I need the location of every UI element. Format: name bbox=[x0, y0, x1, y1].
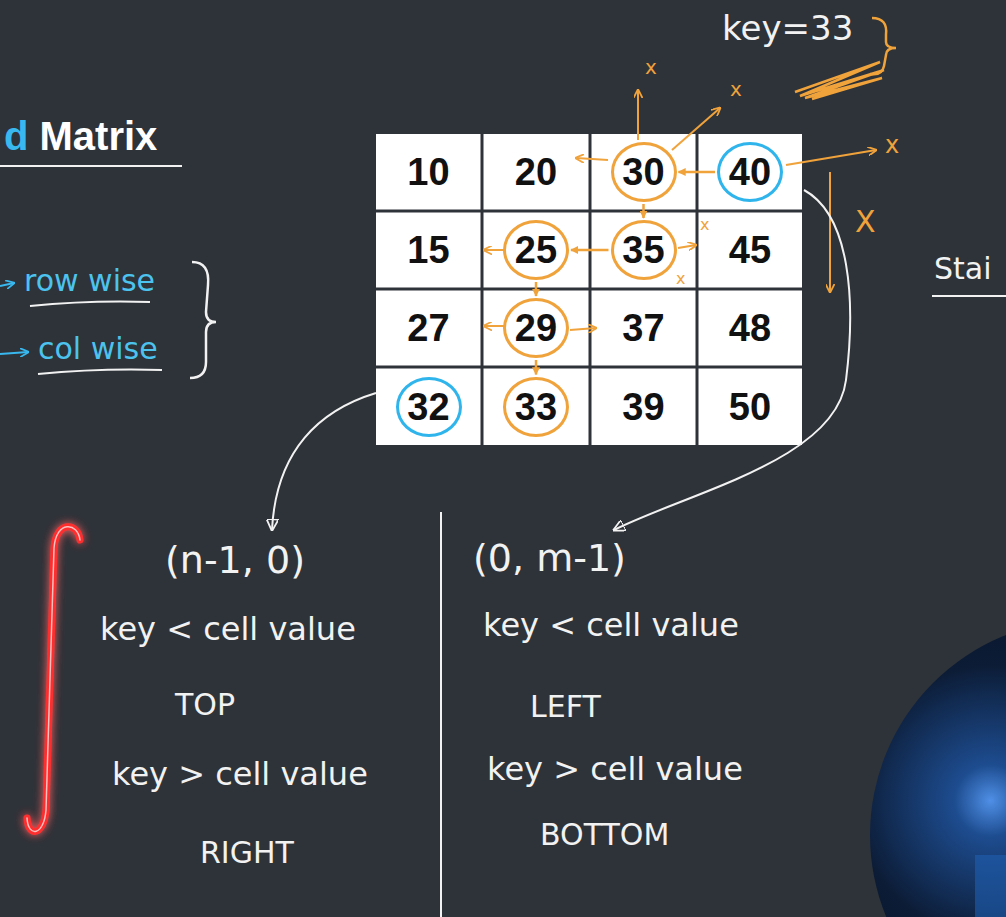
matrix-cell: 37 bbox=[611, 298, 677, 358]
cell-value: 20 bbox=[515, 153, 557, 191]
leader-line bbox=[272, 393, 376, 530]
reject-mark: x bbox=[885, 132, 899, 158]
rule-condition: key > cell value bbox=[112, 757, 368, 792]
cell-value: 32 bbox=[407, 388, 449, 426]
circled-cell: 25 bbox=[503, 220, 569, 280]
brace bbox=[870, 18, 896, 74]
neon-integral bbox=[27, 527, 80, 832]
scribble bbox=[795, 62, 884, 99]
rule-condition: key < cell value bbox=[100, 612, 356, 647]
rule-move: RIGHT bbox=[200, 836, 294, 869]
reject-mark: x bbox=[676, 270, 685, 288]
search-step-arrow bbox=[679, 171, 716, 174]
order-note: row wise bbox=[24, 264, 155, 297]
matrix-cell: 48 bbox=[717, 298, 783, 358]
matrix-grid bbox=[375, 133, 803, 446]
reject-mark: X bbox=[855, 205, 876, 238]
reject-mark: x bbox=[700, 216, 709, 234]
matrix-cell: 39 bbox=[611, 377, 677, 437]
cell-value: 50 bbox=[729, 388, 771, 426]
brace bbox=[190, 262, 216, 378]
cell-value: 29 bbox=[515, 309, 557, 347]
search-step-arrow bbox=[535, 282, 538, 296]
leader-line bbox=[614, 190, 850, 530]
matrix-cell: 20 bbox=[503, 142, 569, 202]
cell-value: 48 bbox=[729, 309, 771, 347]
camera-circle bbox=[870, 620, 1006, 917]
cell-value: 10 bbox=[407, 153, 449, 191]
order-note: col wise bbox=[38, 332, 158, 365]
row-arrow bbox=[0, 283, 14, 286]
circled-cell: 29 bbox=[503, 298, 569, 358]
circled-cell: 35 bbox=[611, 220, 677, 280]
matrix-cell: 15 bbox=[396, 220, 462, 280]
section-heading: Stai bbox=[934, 252, 992, 285]
cell-value: 39 bbox=[622, 388, 664, 426]
cell-value: 33 bbox=[515, 388, 557, 426]
matrix-cell: 10 bbox=[396, 142, 462, 202]
search-step-arrow bbox=[642, 204, 645, 218]
search-step-arrow bbox=[571, 249, 609, 252]
circled-cell: 32 bbox=[396, 377, 462, 437]
title-underline bbox=[0, 165, 182, 167]
matrix-cell: 45 bbox=[717, 220, 783, 280]
probe-arrows bbox=[484, 90, 876, 330]
rule-move: LEFT bbox=[530, 690, 601, 723]
cell-value: 30 bbox=[622, 153, 664, 191]
col-underline bbox=[38, 370, 162, 375]
heading-underline bbox=[932, 295, 1006, 297]
cell-value: 27 bbox=[407, 309, 449, 347]
cell-value: 25 bbox=[515, 231, 557, 269]
matrix-cell: 27 bbox=[396, 298, 462, 358]
page-title: d Matrix bbox=[4, 114, 157, 158]
start-cell: (n-1, 0) bbox=[165, 540, 305, 582]
circled-cell: 33 bbox=[503, 377, 569, 437]
search-step-arrow bbox=[535, 360, 538, 375]
key-note: key=33 bbox=[722, 10, 853, 47]
camera-light bbox=[975, 855, 1006, 917]
grid-lines bbox=[375, 133, 803, 446]
cell-value: 40 bbox=[729, 153, 771, 191]
divider bbox=[440, 512, 442, 917]
rule-move: BOTTOM bbox=[540, 818, 669, 851]
circled-cell: 30 bbox=[611, 142, 677, 202]
matrix-cell: 50 bbox=[717, 377, 783, 437]
start-cell: (0, m-1) bbox=[473, 538, 626, 580]
circled-cell: 40 bbox=[717, 142, 783, 202]
rule-condition: key < cell value bbox=[483, 608, 739, 643]
reject-mark: x bbox=[730, 78, 742, 100]
reject-mark: x bbox=[645, 56, 657, 78]
cell-value: 37 bbox=[622, 309, 664, 347]
cell-value: 35 bbox=[622, 231, 664, 269]
rule-condition: key > cell value bbox=[487, 752, 743, 787]
rule-move: TOP bbox=[175, 688, 235, 721]
cell-value: 45 bbox=[729, 231, 771, 269]
col-arrow bbox=[0, 352, 28, 354]
cell-value: 15 bbox=[407, 231, 449, 269]
row-underline bbox=[30, 302, 150, 307]
